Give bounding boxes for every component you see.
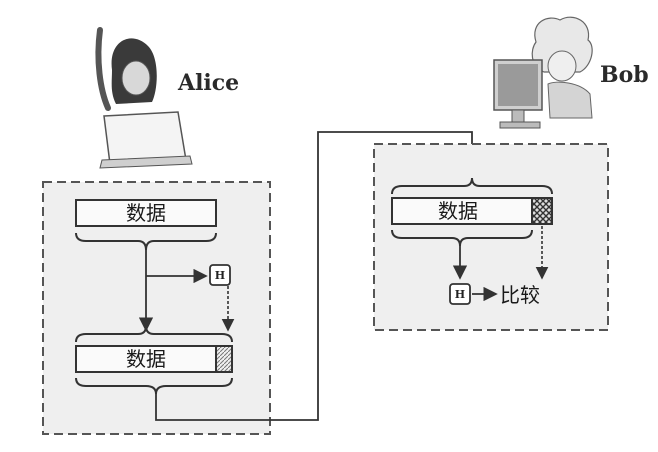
receiver-data-block (391, 197, 533, 225)
alice-label: Alice (177, 70, 239, 96)
sender-hash-segment (215, 345, 233, 373)
receiver-hash-box (449, 283, 471, 305)
sender-data-label-bottom: 数据 (126, 347, 166, 371)
sender-data-label-top: 数据 (126, 201, 166, 225)
sender-hash-box (209, 264, 231, 286)
bob-label: Bob (600, 62, 649, 88)
sender-hash-label: H (215, 269, 225, 282)
receiver-hash-segment (531, 197, 553, 225)
transmission-path (155, 131, 480, 421)
receiver-top-brace (391, 177, 553, 195)
receiver-data-label: 数据 (438, 199, 478, 223)
sender-data-block-bottom (75, 345, 217, 373)
sender-merge-brace (75, 325, 233, 343)
receiver-compare-label: 比较 (500, 283, 540, 307)
bob-illustration (493, 16, 593, 129)
alice-illustration (95, 27, 193, 169)
receiver-hash-label: H (455, 288, 465, 301)
sender-data-block-top (75, 199, 217, 227)
